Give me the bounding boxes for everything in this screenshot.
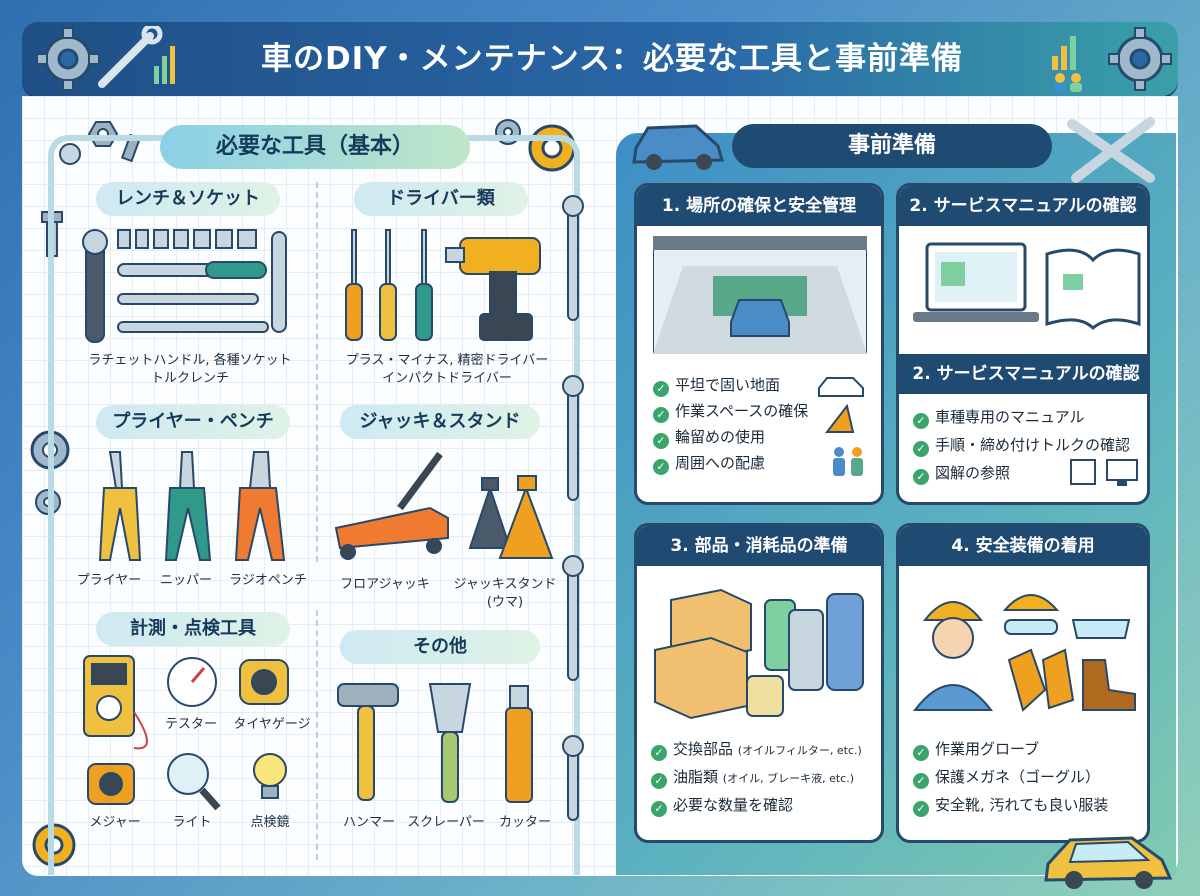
driver-caption-2: インパクトドライバー — [382, 371, 512, 386]
nipper-caption: ニッパー — [159, 573, 212, 588]
other-tools-illustration — [337, 683, 533, 803]
measure-tools-illustration — [83, 655, 289, 811]
measure-label: 計測・点検工具 — [96, 612, 290, 646]
hammer-caption: ハンマー — [342, 815, 395, 830]
check-icon: ✓ — [653, 433, 669, 449]
check-icon: ✓ — [653, 459, 669, 475]
driver-label: ドライバー類 — [354, 182, 528, 216]
laptop-book-illustration — [913, 242, 1141, 331]
manual-item: ✓車種専用のマニュアル — [913, 406, 1085, 429]
location-item: ✓平坦で固い地面 — [653, 374, 780, 397]
car-icon — [632, 124, 724, 170]
manual-item: ✓図解の参照 — [913, 462, 1010, 485]
check-icon: ✓ — [651, 801, 667, 817]
prep-card-manual: 2. サービスマニュアルの確認 2. サービスマニュアルの確認 ✓車種専用のマニ… — [896, 183, 1150, 505]
location-item: ✓輪留めの使用 — [653, 426, 765, 449]
card-subtitle: 2. サービスマニュアルの確認 — [899, 354, 1147, 394]
page-title: 車のDIY・メンテナンス：必要な工具と事前準備 — [260, 41, 964, 77]
cutter-caption: カッター — [498, 815, 551, 830]
crossed-wrenches-icon — [1067, 117, 1155, 183]
safety-item: ✓保護メガネ（ゴーグル） — [913, 766, 1100, 789]
card-title: 2. サービスマニュアルの確認 — [899, 186, 1147, 226]
parts-boxes-bottles-illustration — [654, 588, 864, 720]
check-icon: ✓ — [913, 745, 929, 761]
check-icon: ✓ — [913, 413, 929, 429]
check-icon: ✓ — [913, 441, 929, 457]
check-icon: ✓ — [651, 745, 667, 761]
check-icon: ✓ — [913, 469, 929, 485]
measure-tape-caption: メジャー — [89, 815, 141, 830]
jack-label: ジャッキ＆スタンド — [340, 405, 540, 439]
safety-gear-illustration — [913, 594, 1136, 712]
jack-stand-caption: ジャッキスタンド — [453, 577, 557, 592]
location-item: ✓作業スペースの確保 — [653, 400, 808, 423]
prep-card-location: 1. 場所の確保と安全管理 ✓平坦で固い地面 ✓作業スペースの確保 ✓輪留めの使… — [634, 183, 884, 505]
jack-stand-caption-2: (ウマ) — [486, 595, 524, 610]
column-divider — [316, 182, 318, 562]
check-icon: ✓ — [651, 773, 667, 789]
parts-item: ✓必要な数量を確認 — [651, 794, 793, 817]
wrench-divider-icon — [562, 195, 584, 821]
chart-people-gear-icon — [1052, 27, 1172, 92]
location-item: ✓周囲への配慮 — [653, 452, 765, 475]
floor-jack-caption: フロアジャッキ — [340, 577, 430, 592]
check-icon: ✓ — [913, 773, 929, 789]
header-banner: 車のDIY・メンテナンス：必要な工具と事前準備 — [22, 22, 1178, 96]
book-monitor-icons — [1070, 459, 1138, 486]
wrench-socket-label: レンチ＆ソケット — [96, 182, 280, 216]
car-icon-yellow — [1044, 836, 1173, 889]
pliers-caption: プライヤー — [76, 573, 142, 588]
prep-card-parts: 3. 部品・消耗品の準備 ✓交換部品 (オイルフィルター, etc.) ✓油脂類… — [634, 523, 884, 843]
tools-heading: 必要な工具（基本） — [160, 125, 470, 169]
check-icon: ✓ — [653, 407, 669, 423]
manual-item: ✓手順・締め付けトルクの確認 — [913, 434, 1130, 457]
card-title: 3. 部品・消耗品の準備 — [637, 526, 881, 566]
radio-pliers-caption: ラジオペンチ — [229, 573, 307, 588]
safety-item: ✓作業用グローブ — [913, 738, 1039, 761]
jack-illustration — [334, 451, 554, 560]
scraper-caption: スクレーパー — [407, 815, 485, 830]
car-chock-people-icons — [818, 377, 864, 476]
card-title: 4. 安全装備の着用 — [899, 526, 1147, 566]
column-divider — [316, 610, 318, 860]
wrench-caption-2: トルクレンチ — [150, 371, 229, 386]
pliers-illustration — [98, 451, 286, 561]
safety-item: ✓安全靴, 汚れても良い服装 — [913, 794, 1108, 817]
check-icon: ✓ — [913, 801, 929, 817]
gear-wrench-icon — [36, 26, 175, 91]
driver-caption-1: プラス・マイナス, 精密ドライバー — [345, 353, 549, 368]
screwdriver-illustration — [345, 229, 541, 341]
card-title: 1. 場所の確保と安全管理 — [637, 186, 881, 226]
prep-card-safety: 4. 安全装備の着用 ✓作業用グローブ ✓保護メガネ（ゴーグル） ✓安全靴, 汚… — [896, 523, 1150, 843]
pliers-label: プライヤー・ペンチ — [96, 405, 290, 439]
prep-heading: 事前準備 — [732, 124, 1052, 168]
light-caption: ライト — [172, 815, 212, 830]
tire-gauge-caption: タイヤゲージ — [233, 717, 311, 732]
wrench-socket-illustration — [82, 229, 287, 343]
parts-item: ✓油脂類 (オイル, ブレーキ液, etc.) — [651, 766, 854, 789]
wrench-caption-1: ラチェットハンドル, 各種ソケット — [88, 353, 292, 368]
parts-item: ✓交換部品 (オイルフィルター, etc.) — [651, 738, 862, 761]
inspection-mirror-caption: 点検鏡 — [250, 815, 290, 830]
check-icon: ✓ — [653, 381, 669, 397]
tester-caption: テスター — [164, 717, 217, 732]
other-label: その他 — [340, 630, 540, 664]
garage-illustration — [653, 236, 867, 354]
